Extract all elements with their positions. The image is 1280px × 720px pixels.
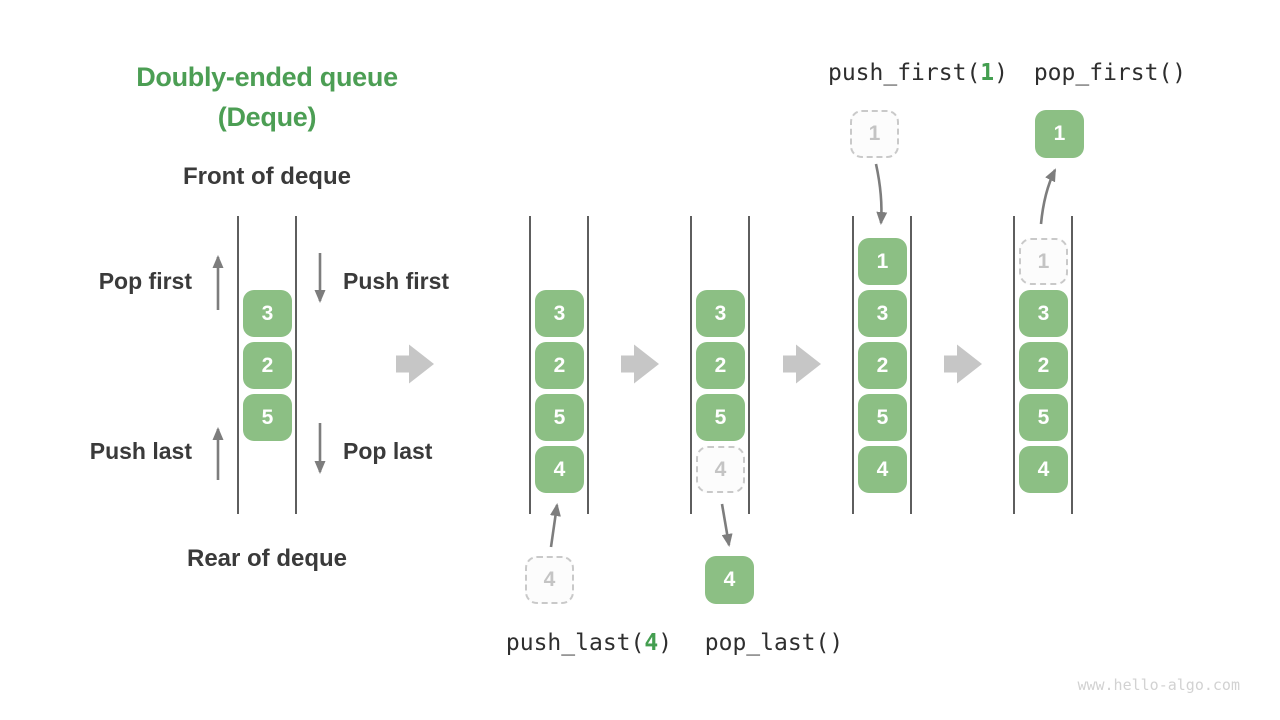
title-line-2: (Deque) [217,102,317,132]
watermark: www.hello-algo.com [1077,676,1240,694]
deque-cell: 3 [696,290,745,337]
deque-container-intro [237,216,297,514]
push-last-label: Push last [89,438,192,464]
title-line-1: Doubly-ended queue [136,62,398,92]
transition-arrow-3 [783,344,821,384]
push-first-insert-arrow [874,163,888,225]
deque-cell: 2 [535,342,584,389]
code-prefix: push_last( [505,630,645,656]
deque-container-state-1 [529,216,589,514]
figure-title: Doubly-ended queue (Deque) [67,57,467,137]
popped-value-cell: 4 [705,556,754,604]
code-prefix: push_first( [827,60,981,86]
removed-value-ghost: 1 [1019,238,1068,285]
pop-last-code-label: pop_last() [674,628,874,658]
deque-cell: 4 [535,446,584,493]
deque-cell: 5 [696,394,745,441]
removed-value-ghost: 4 [696,446,745,493]
push-last-code-label: push_last(4) [489,628,689,658]
pop-first-label: Pop first [98,268,192,294]
deque-cell: 4 [858,446,907,493]
deque-container-state-4 [1013,216,1073,514]
deque-cell: 3 [535,290,584,337]
deque-container-state-2 [690,216,750,514]
deque-cell: 3 [1019,290,1068,337]
transition-arrow-4 [944,344,982,384]
deque-cell: 5 [1019,394,1068,441]
transition-arrow-2 [621,344,659,384]
code-suffix: ) [994,60,1009,86]
popped-value-cell: 1 [1035,110,1084,158]
pop-last-label: Pop last [343,438,433,464]
deque-container-state-3 [852,216,912,514]
deque-cell: 3 [243,290,292,337]
deque-cell: 2 [1019,342,1068,389]
deque-cell: 2 [696,342,745,389]
deque-cell: 5 [858,394,907,441]
code-arg: 1 [980,60,995,86]
deque-cell: 4 [1019,446,1068,493]
deque-cell: 2 [858,342,907,389]
push-first-label: Push first [343,268,450,294]
code-text: pop_last() [704,630,844,656]
pop-first-code-label: pop_first() [1010,58,1210,88]
front-of-deque-label: Front of deque [183,163,351,190]
deque-cell: 5 [535,394,584,441]
deque-cell: 2 [243,342,292,389]
push-first-code-label: push_first(1) [818,58,1018,88]
transition-arrow-1 [396,344,434,384]
deque-cell: 1 [858,238,907,285]
code-suffix: ) [658,630,673,656]
deque-cell: 5 [243,394,292,441]
code-arg: 4 [644,630,659,656]
incoming-value-ghost: 1 [850,110,899,158]
rear-of-deque-label: Rear of deque [186,545,348,572]
code-text: pop_first() [1033,60,1187,86]
incoming-value-ghost: 4 [525,556,574,604]
deque-cell: 3 [858,290,907,337]
